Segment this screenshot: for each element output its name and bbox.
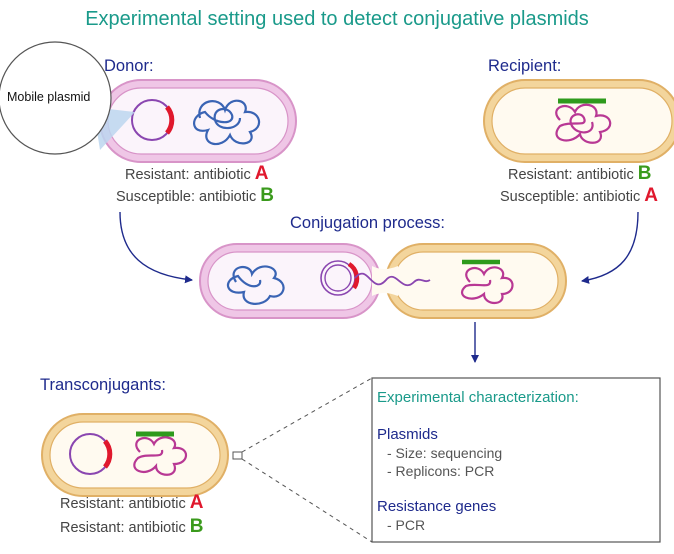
donor-chromosome-icon <box>193 99 261 146</box>
zoom-marker <box>232 451 243 460</box>
recipient-susceptible-text: Susceptible: antibiotic <box>500 189 645 205</box>
transconjugant-resistant-a-line: Resistant: antibiotic A <box>60 492 204 514</box>
donor-cell <box>99 79 297 163</box>
conjugation-donor-chromosome-icon <box>227 265 285 305</box>
transconjugant-resistant-b-line: Resistant: antibiotic B <box>60 516 204 538</box>
characterization-box <box>371 377 661 543</box>
characterization-title: Experimental characterization: <box>377 389 579 406</box>
donor-resistant-line: Resistant: antibiotic A <box>125 163 269 185</box>
conjugation-cells <box>199 243 567 319</box>
antibiotic-b-label: B <box>260 185 275 206</box>
resistance-genes-item-pcr: - PCR <box>387 517 426 533</box>
transfer-strand-icon <box>354 272 431 286</box>
mobile-plasmid-label: Mobile plasmid <box>7 90 91 104</box>
plasmids-item-size: - Size: sequencing <box>387 445 503 461</box>
antibiotic-a-label: A <box>189 492 204 513</box>
conjugation-gene-a-icon <box>347 262 360 290</box>
recipient-heading: Recipient: <box>488 57 562 75</box>
transconjugant-cell <box>41 413 229 497</box>
antibiotic-b-label: B <box>189 516 204 537</box>
recipient-resistant-line: Resistant: antibiotic B <box>508 163 652 185</box>
conjugation-recipient-chromosome-icon <box>460 266 514 305</box>
antibiotic-a-label: A <box>254 163 269 184</box>
donor-arrow <box>119 211 193 284</box>
conjugation-heading: Conjugation process: <box>290 214 446 232</box>
donor-susceptible-line: Susceptible: antibiotic B <box>116 185 274 207</box>
recipient-susceptible-line: Susceptible: antibiotic A <box>500 185 658 207</box>
recipient-resistant-text: Resistant: antibiotic <box>508 167 638 183</box>
transconjugants-heading: Transconjugants: <box>40 376 166 394</box>
page-title: Experimental setting used to detect conj… <box>85 8 589 30</box>
recipient-cell <box>483 79 674 163</box>
mobile-plasmid-callout <box>0 41 135 155</box>
transconjugant-resistant-a-text: Resistant: antibiotic <box>60 496 190 512</box>
antibiotic-b-label: B <box>637 163 652 184</box>
recipient-chromosome-icon <box>555 103 612 144</box>
donor-resistant-text: Resistant: antibiotic <box>125 167 255 183</box>
transconjugant-resistant-b-text: Resistant: antibiotic <box>60 520 190 536</box>
antibiotic-a-label: A <box>644 185 659 206</box>
donor-heading: Donor: <box>104 57 154 75</box>
recipient-arrow <box>581 211 639 284</box>
transconjugant-gene-a-icon <box>102 439 113 469</box>
plasmids-item-replicons: - Replicons: PCR <box>387 463 495 479</box>
plasmids-heading: Plasmids <box>377 426 438 443</box>
donor-susceptible-text: Susceptible: antibiotic <box>116 189 261 205</box>
donor-resistance-gene-a-icon <box>164 105 175 135</box>
resistance-genes-heading: Resistance genes <box>377 498 497 515</box>
